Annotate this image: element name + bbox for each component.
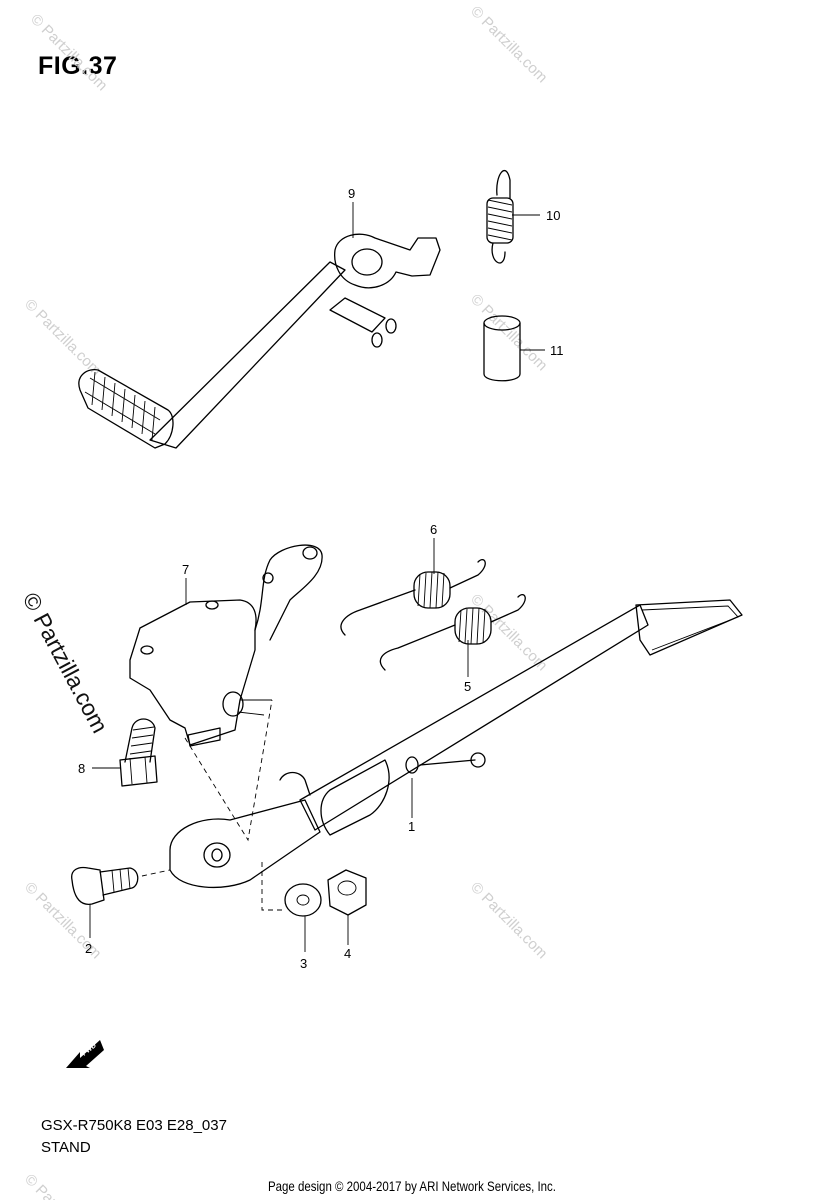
watermark-text: © Partzilla.com [21,296,104,379]
callout-2: 2 [85,941,92,956]
copyright-footer: Page design © 2004-2017 by ARI Network S… [268,1178,556,1194]
callout-10: 10 [546,208,560,223]
watermark-large: © Partzilla.com [18,588,114,737]
callout-11: 11 [550,343,564,358]
part-9-pedal[interactable] [78,233,441,449]
part-4-nut[interactable] [327,869,367,916]
callout-6: 6 [430,522,437,537]
callout-9: 9 [348,186,355,201]
callout-1: 1 [408,819,415,834]
part-2-pivot-bolt[interactable] [71,866,139,906]
watermark-text: © Partzilla.com [467,291,550,374]
callout-7: 7 [182,562,189,577]
section-name: STAND [41,1139,91,1156]
fwd-arrow-icon: FWD [66,1040,104,1068]
watermark-text: © Partzilla.com [27,11,110,94]
part-11-bushing[interactable] [483,315,521,382]
watermarks: © Partzilla.com © Partzilla.com © Partzi… [18,3,551,1200]
model-code: GSX-R750K8 E03 E28_037 [41,1117,227,1134]
assembly-lines [141,699,285,911]
callout-5: 5 [464,679,471,694]
leader-lines [89,202,545,952]
watermark-text: © Partzilla.com [467,879,550,962]
part-7-bracket[interactable] [129,544,323,747]
part-5-spring[interactable] [379,594,526,671]
part-6-spring[interactable] [340,559,486,636]
part-3-washer[interactable] [284,883,322,917]
callout-8: 8 [78,761,85,776]
figure-title: FIG.37 [38,52,118,80]
watermark-text: © Partzilla.com [21,1171,104,1200]
callout-4: 4 [344,946,351,961]
part-1-side-stand[interactable] [169,599,743,889]
callout-3: 3 [300,956,307,971]
part-10-spring[interactable] [486,170,514,264]
callout-labels: 1 2 3 4 5 6 7 8 9 10 11 [78,186,564,971]
part-8-bolt[interactable] [119,718,158,787]
watermark-text: © Partzilla.com [467,591,550,674]
watermark-text: © Partzilla.com [467,3,550,86]
